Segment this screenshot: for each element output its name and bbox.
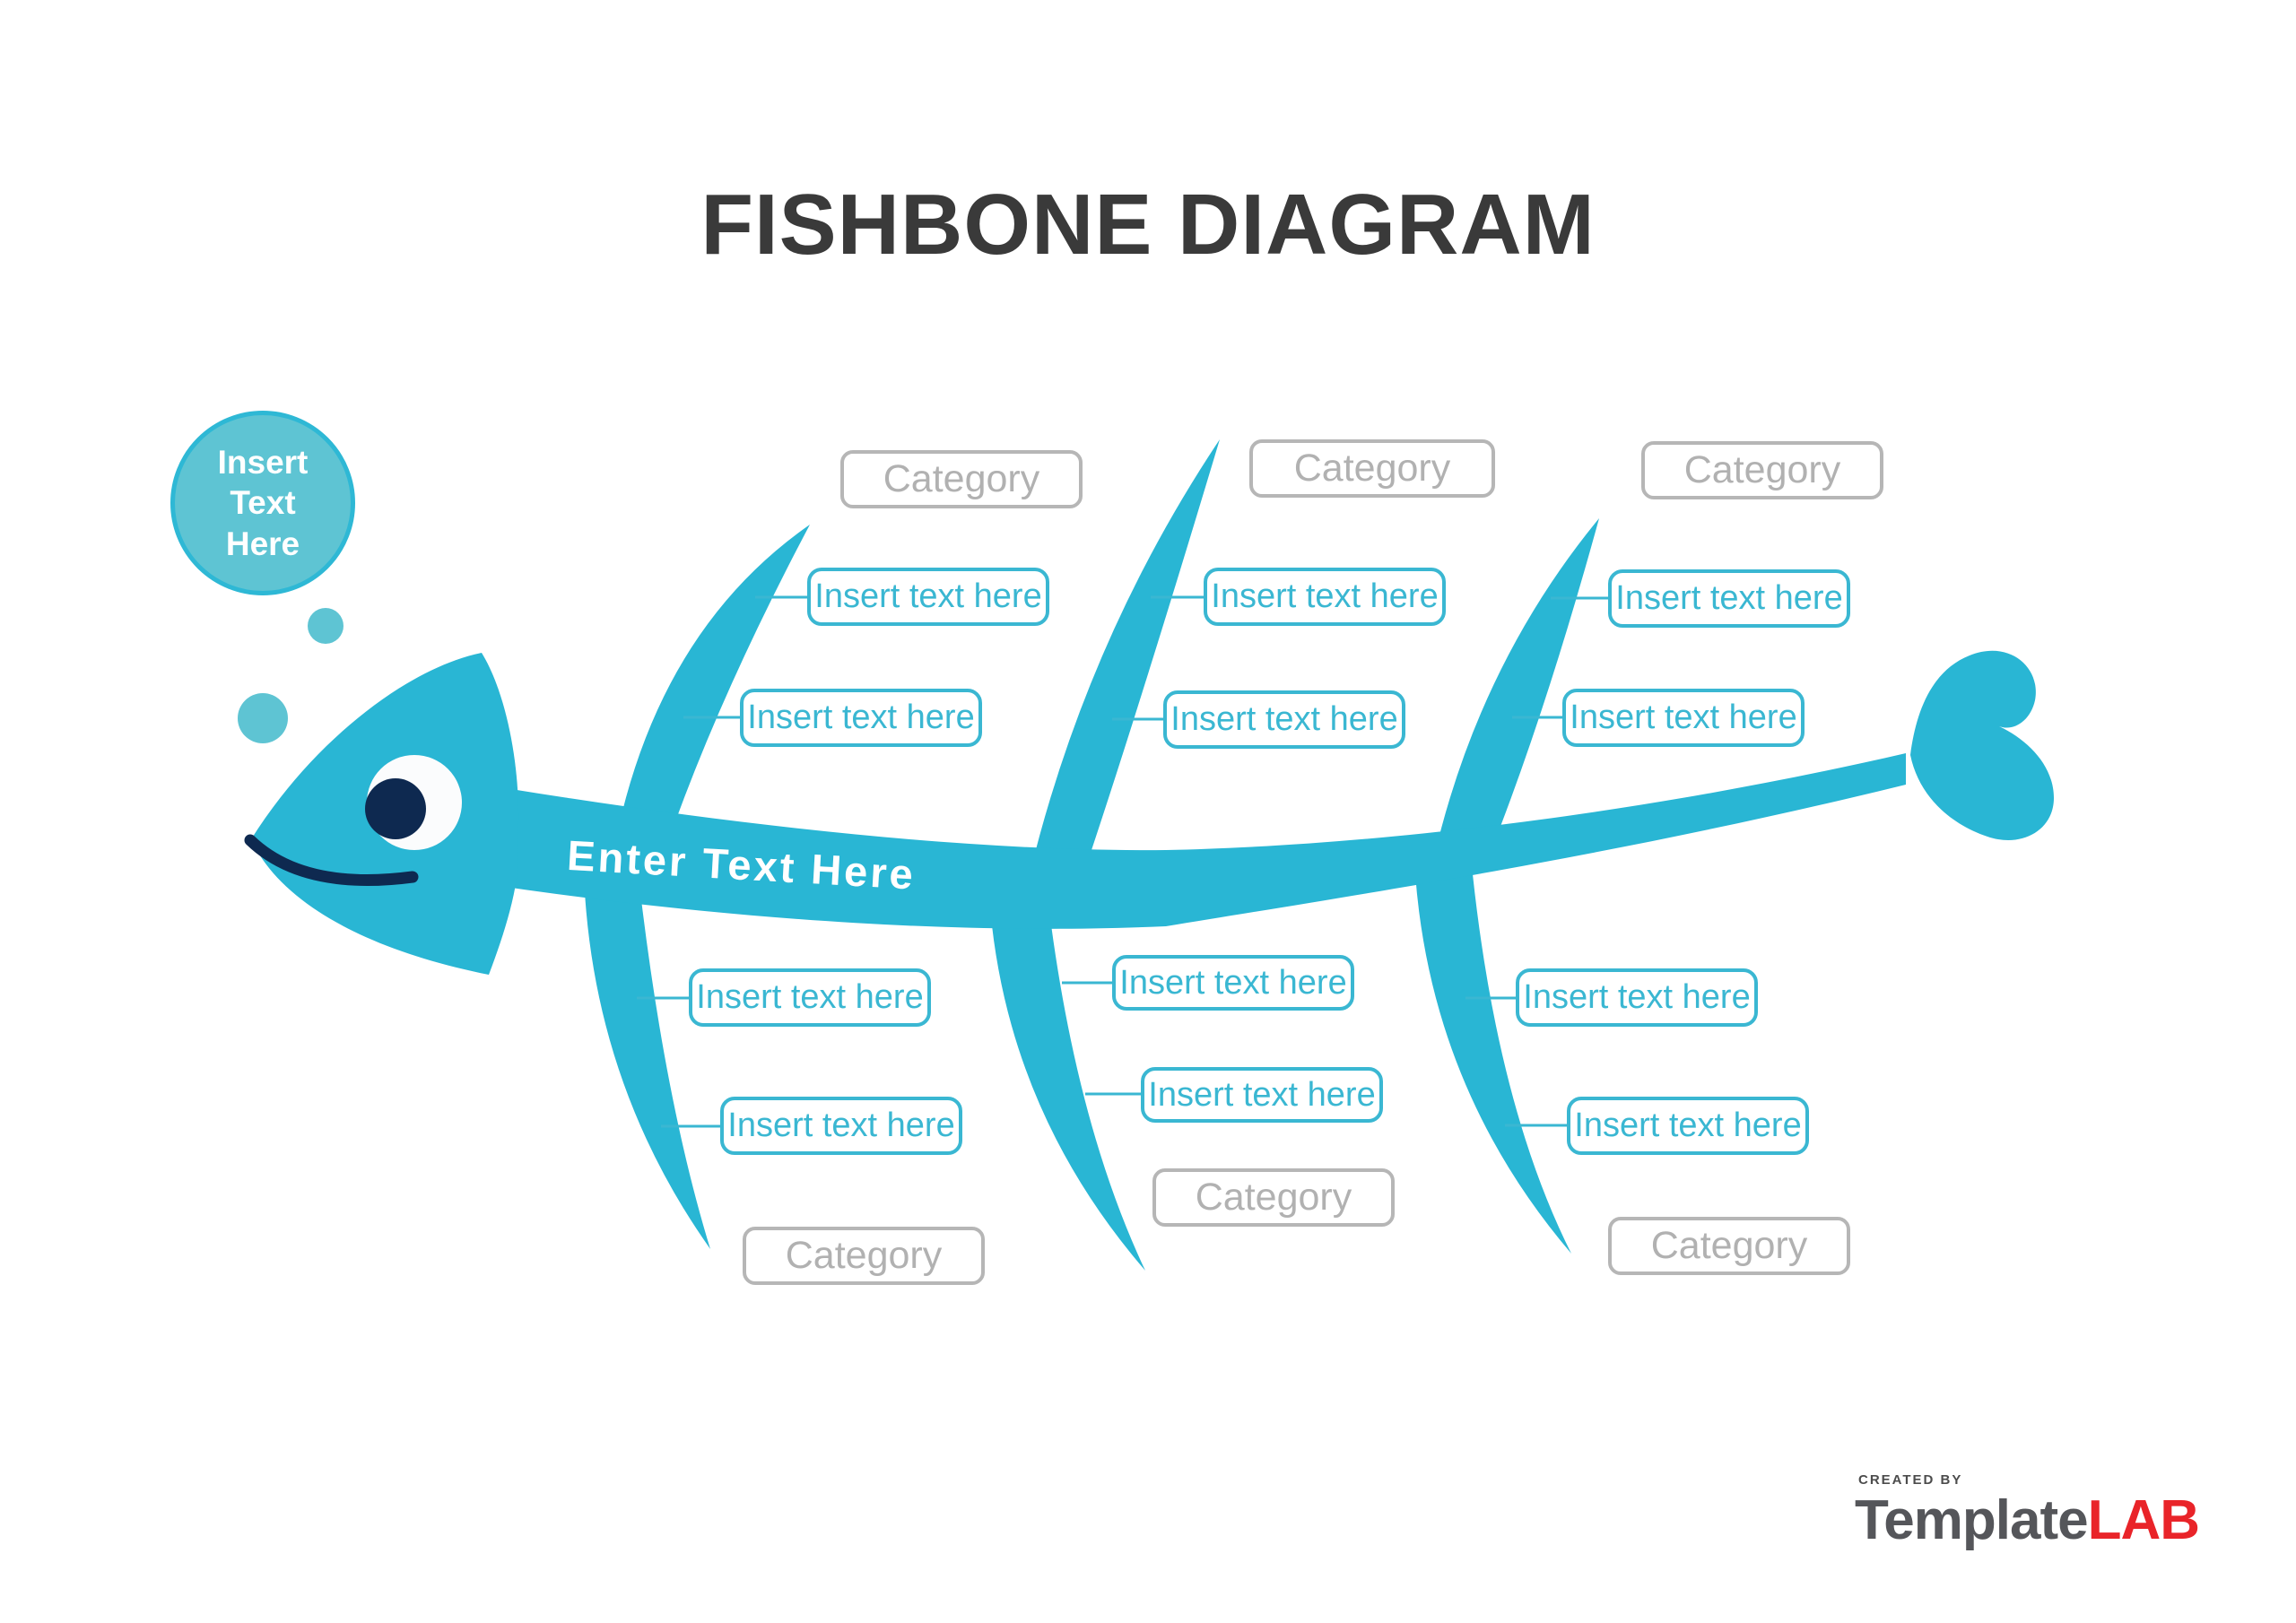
rib-bottom-3-icon bbox=[1415, 874, 1571, 1254]
insert-text-box-top-1b[interactable]: Insert text here bbox=[740, 689, 982, 747]
brand-template-text: Template bbox=[1855, 1489, 2089, 1551]
insert-text-box-bottom-2b[interactable]: Insert text here bbox=[1141, 1067, 1383, 1123]
category-box-top-1[interactable]: Category bbox=[840, 450, 1083, 508]
category-box-bottom-1[interactable]: Category bbox=[743, 1227, 985, 1285]
thought-bubble-icon bbox=[238, 693, 288, 743]
fish-pupil-icon bbox=[365, 778, 426, 839]
thought-bubble-icon bbox=[308, 608, 344, 644]
insert-text-box-bottom-3a[interactable]: Insert text here bbox=[1516, 968, 1758, 1027]
head-thought-bubble[interactable]: Insert Text Here bbox=[170, 411, 355, 595]
category-box-bottom-2[interactable]: Category bbox=[1152, 1168, 1395, 1227]
insert-text-box-top-2b[interactable]: Insert text here bbox=[1163, 690, 1405, 749]
insert-text-box-bottom-1b[interactable]: Insert text here bbox=[720, 1097, 962, 1155]
category-box-top-2[interactable]: Category bbox=[1249, 439, 1495, 498]
rib-top-1-icon bbox=[617, 525, 810, 834]
insert-text-box-top-3a[interactable]: Insert text here bbox=[1608, 569, 1850, 628]
category-box-bottom-3[interactable]: Category bbox=[1608, 1217, 1850, 1275]
fish-spine-icon bbox=[511, 753, 1906, 929]
insert-text-box-bottom-3b[interactable]: Insert text here bbox=[1567, 1097, 1809, 1155]
rib-bottom-1-icon bbox=[585, 892, 710, 1249]
insert-text-box-top-1a[interactable]: Insert text here bbox=[807, 568, 1049, 626]
brand-lab-text: LAB bbox=[2087, 1489, 2200, 1551]
fish-smile-icon bbox=[244, 834, 419, 886]
created-by-label: CREATED BY bbox=[1858, 1472, 1963, 1488]
insert-text-box-bottom-2a[interactable]: Insert text here bbox=[1112, 955, 1354, 1011]
insert-text-box-top-2a[interactable]: Insert text here bbox=[1204, 568, 1446, 626]
templatelab-logo: TemplateLAB bbox=[1855, 1488, 2200, 1552]
insert-text-box-bottom-1a[interactable]: Insert text here bbox=[689, 968, 931, 1027]
category-box-top-3[interactable]: Category bbox=[1641, 441, 1883, 499]
insert-text-box-top-3b[interactable]: Insert text here bbox=[1562, 689, 1805, 747]
rib-top-3-icon bbox=[1433, 518, 1599, 861]
rib-top-2-icon bbox=[1030, 439, 1220, 874]
heart-tail-icon bbox=[1910, 650, 2054, 840]
rib-bottom-2-icon bbox=[989, 897, 1145, 1271]
page-title: FISHBONE DIAGRAM bbox=[700, 177, 1596, 273]
